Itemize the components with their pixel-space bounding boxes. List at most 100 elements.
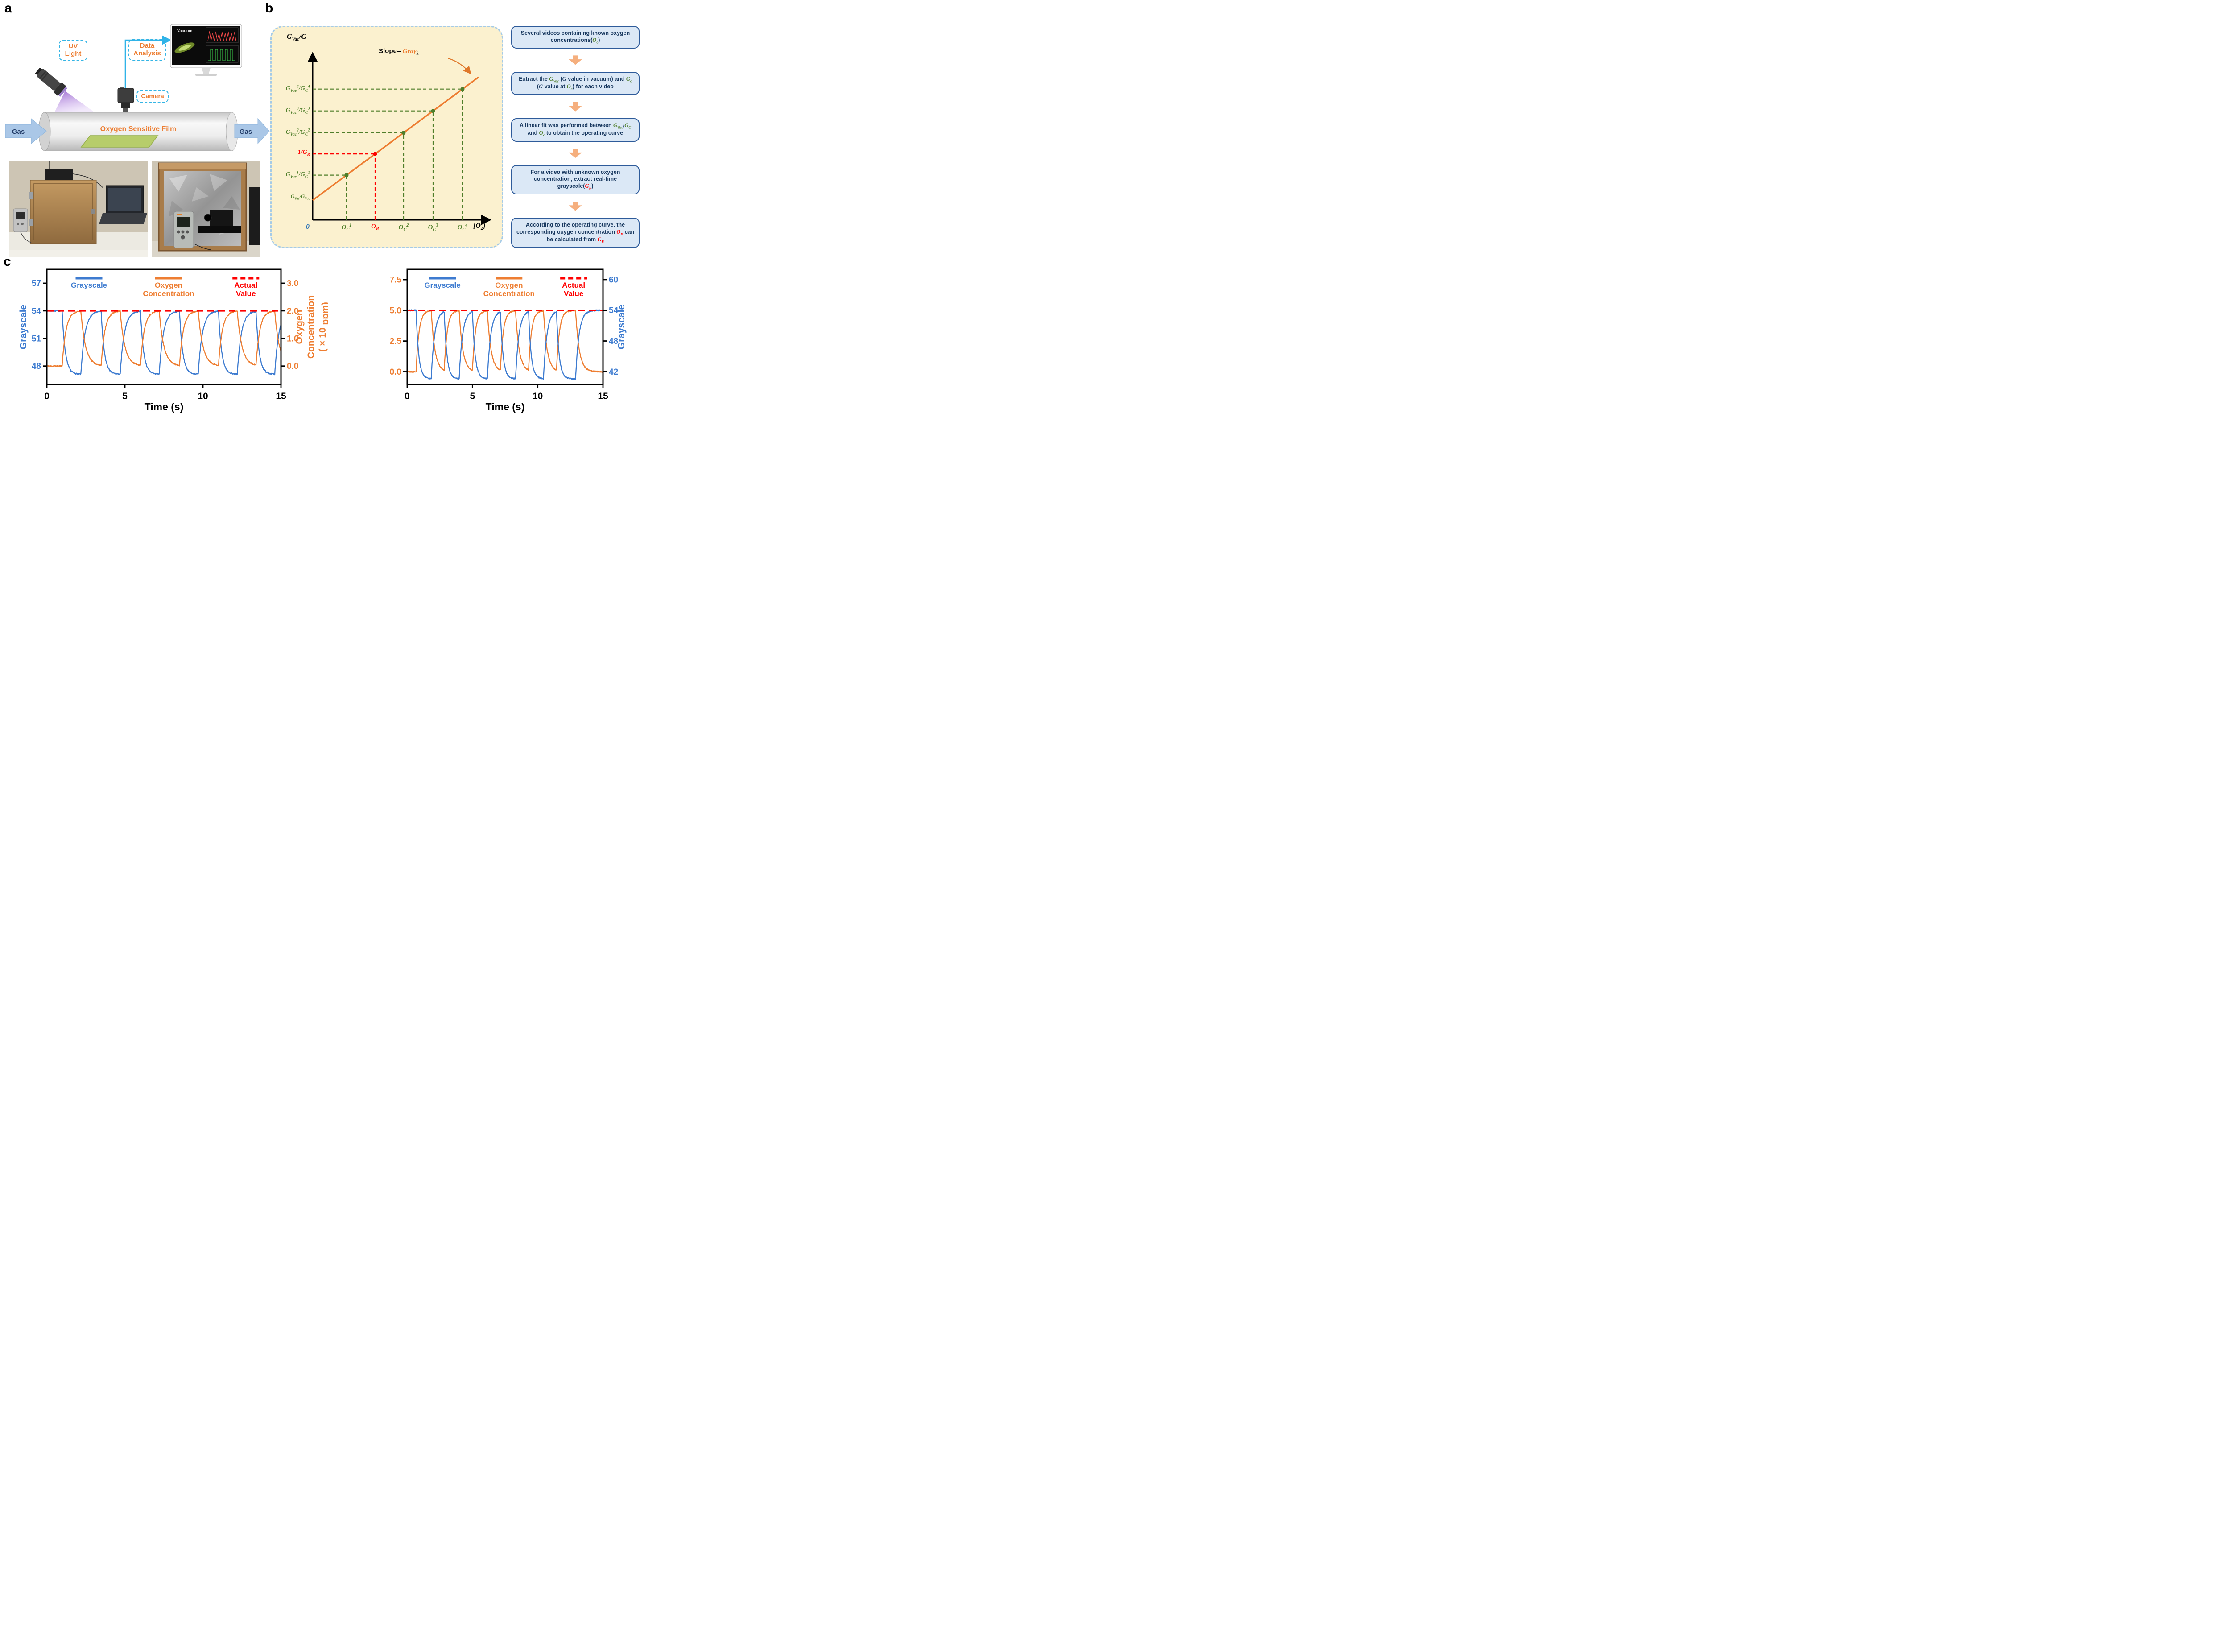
plot-frame [46, 268, 282, 385]
photo-setup-wooden-chamber [9, 161, 148, 257]
tick-label: 54 [609, 306, 619, 315]
method-flowchart: Several videos containing known oxygen c… [511, 26, 640, 248]
tick-label: 60 [609, 275, 618, 285]
x-axis-ticks: 0 5 10 15 [44, 384, 286, 401]
tick-label: 3.0 [287, 279, 298, 288]
figure-root: a [0, 0, 641, 413]
left-axis-ticks: 0.02.55.07.5 [390, 276, 407, 377]
photo-setup-foil-chamber [152, 161, 260, 257]
panel-a-schematic: Vacuum Oxygen Sensitive Film [5, 24, 270, 257]
gas-in-label: Gas [12, 128, 25, 136]
x-axis-title: Time (s) [486, 401, 525, 413]
slope-pointer-arrow [448, 58, 471, 74]
series-oxygen-concentration [407, 310, 603, 373]
y-tick-label-3: GVac3/GC3 [285, 106, 310, 116]
tick-label: 15 [276, 391, 286, 401]
slope-annotation: Slope= Grayk [379, 47, 419, 56]
axis-title: Oxygen [294, 310, 305, 344]
intercept-label: GVac/GVac [290, 194, 310, 201]
tick-label: 48 [32, 362, 41, 371]
y-tick-label-4: GVac4/GC4 [285, 84, 310, 94]
fit-line [312, 76, 479, 201]
film-label: Oxygen Sensitive Film [100, 125, 177, 133]
tick-label: 7.5 [390, 276, 402, 285]
tick-label: 0.0 [287, 362, 298, 371]
tick-label: 48 [609, 337, 618, 346]
axis-title: ( × 10​ ppm) [318, 302, 328, 351]
data-point-measurement-1 [373, 152, 377, 156]
flow-down-arrow-icon [569, 102, 582, 112]
data-point-calibration-2 [401, 131, 406, 135]
operating-curve-plot [307, 52, 491, 225]
tick-label: 54 [32, 306, 41, 316]
x-tick-label-0: OC1 [341, 223, 352, 232]
x-tick-label-4: OC4 [457, 223, 468, 232]
oxygen-sensitive-film [80, 135, 159, 148]
plot-area [407, 309, 603, 380]
operating-curve-labels: GVac/G Slope= Grayk 0 [O2] GVac/GVac GVa… [272, 27, 502, 247]
tick-label: 0 [44, 391, 50, 401]
camera-device [117, 87, 134, 113]
plot-frame [406, 268, 604, 385]
tick-label: 1.0 [287, 334, 298, 343]
series-oxygen-concentration [47, 310, 281, 368]
tick-label: 10 [198, 391, 208, 401]
x-axis-title: Time (s) [145, 401, 184, 413]
flow-down-arrow-icon [569, 149, 582, 158]
x-axis-title: [O2] [473, 222, 486, 231]
flow-step-5: According to the operating curve, the co… [511, 218, 640, 248]
legend-label: Actual [562, 281, 585, 289]
tick-label: 5 [470, 391, 475, 401]
series-grayscale [47, 310, 281, 376]
axis-title: Concentration [306, 295, 316, 359]
data-point-calibration-3 [431, 109, 435, 113]
legend-label: Concentration [483, 289, 535, 298]
uv-beam [54, 91, 95, 112]
flow-step-2: Extract the GVac (G value in vacuum) and… [511, 71, 640, 95]
camera-tag: Camera [136, 90, 169, 103]
tick-label: 57 [32, 279, 41, 288]
panel-c-label: c [4, 254, 11, 269]
data-analysis-tag: Data Analysis [128, 39, 166, 61]
data-flow-arrow [124, 35, 172, 88]
y-tick-label-0: GVac1/GC1 [285, 170, 310, 180]
tick-label: 42 [609, 368, 618, 377]
legend-label: Oxygen [495, 281, 523, 289]
x-tick-label-1: OR [371, 223, 379, 231]
monitor-red-plot [206, 27, 239, 43]
tick-label: 2.5 [390, 337, 402, 346]
flow-step-3: A linear fit was performed between GVac/… [511, 118, 640, 142]
y-tick-label-1: 1/GR [297, 149, 310, 157]
tick-label: 51 [32, 334, 41, 343]
monitor-stand [202, 68, 211, 74]
uv-light-tag: UV Light [59, 40, 87, 61]
legend-label: Concentration [143, 289, 194, 298]
y-axis-title: GVac/G [287, 33, 306, 42]
tick-label: 5.0 [390, 306, 401, 315]
series-grayscale [407, 309, 603, 380]
monitor-green-plot [206, 45, 239, 63]
flow-step-1: Several videos containing known oxygen c… [511, 26, 640, 49]
origin-label: 0 [306, 223, 310, 231]
data-point-calibration-4 [460, 87, 465, 91]
legend-label: Value [564, 289, 583, 298]
tick-label: 10 [533, 391, 543, 401]
data-point-calibration-0 [344, 173, 349, 178]
x-tick-label-2: OC2 [398, 223, 409, 232]
plot-area [47, 310, 281, 376]
panel-b-label: b [265, 1, 273, 16]
monitor-title: Vacuum [177, 29, 193, 33]
tick-label: 0 [405, 391, 410, 401]
flow-down-arrow-icon [569, 55, 582, 65]
uv-flashlight [35, 67, 68, 97]
gas-out-label: Gas [240, 128, 252, 136]
tick-label: 5 [122, 391, 128, 401]
legend-label: Grayscale [424, 281, 460, 289]
